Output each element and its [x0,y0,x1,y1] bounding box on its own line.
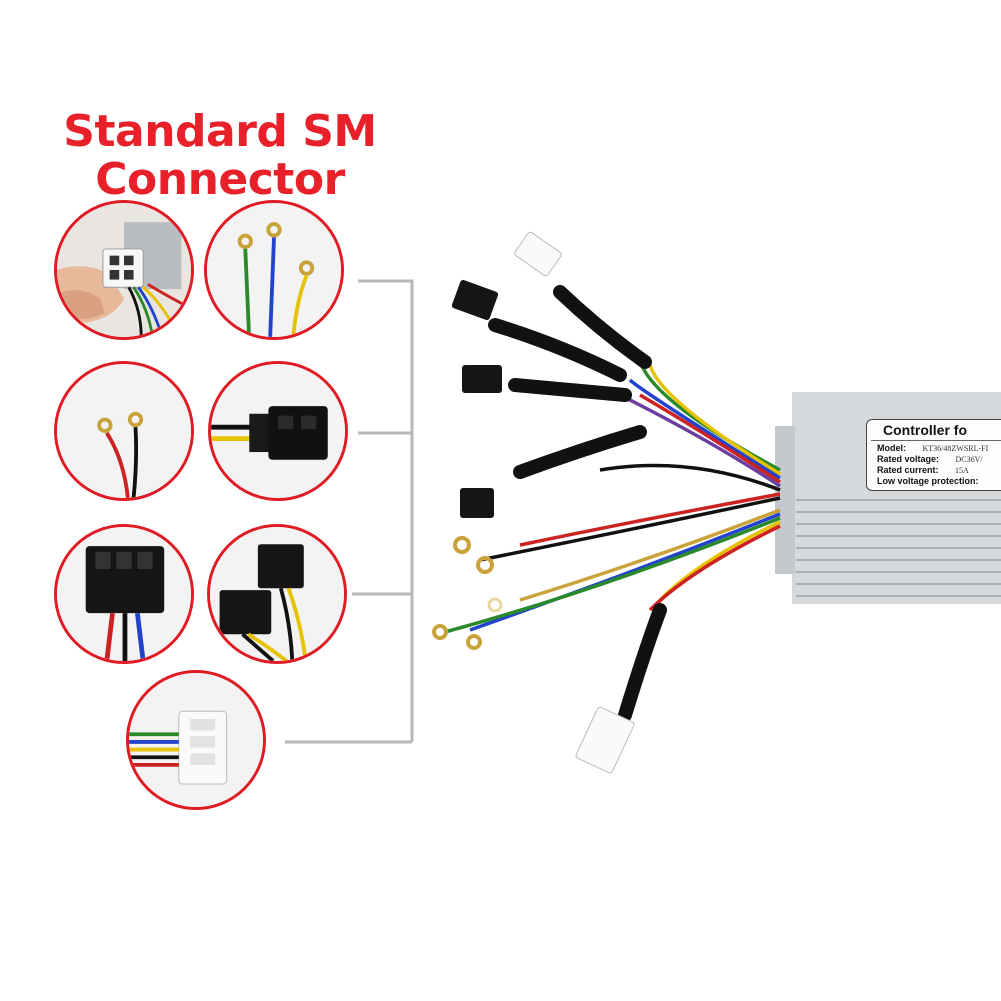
label-value-model: KT36/48ZWSRL-FI [922,444,989,453]
controller-label-divider [871,440,1001,441]
label-key-model: Model: [877,443,906,453]
label-key-low-voltage: Low voltage protection: [877,476,979,486]
label-key-rated-voltage: Rated voltage: [877,454,940,464]
sm-connector-2pin-icon [208,361,348,501]
bracket-lines [285,279,414,744]
controller-label-row: Rated current: 15A [867,465,1001,476]
headline-line-2: Connector [95,154,345,205]
label-value-rated-current: 15A [955,466,969,475]
controller-label-row: Rated voltage: DC36V/ [867,454,1001,465]
label-key-rated-current: Rated current: [877,465,939,475]
cable-sleeves [488,285,667,722]
wires [444,359,781,634]
ring-terminals-three-wire-icon [204,200,344,340]
headline-line-1: Standard SM [63,106,377,157]
ring-terminals-two-wire-icon [54,361,194,501]
controller-label-title: Controller fo [883,422,967,438]
headline: Standard SM Connector [40,108,400,204]
label-value-rated-voltage: DC36V/ [955,455,983,464]
controller-label: Controller fo Model: KT36/48ZWSRL-FI Rat… [866,419,1001,491]
connector-6pin-hand-icon [54,200,194,340]
wire-connectors [432,231,635,774]
controller-label-row: Low voltage protection: [867,476,1001,487]
controller-label-row: Model: KT36/48ZWSRL-FI [867,443,1001,454]
sm-connector-pair-icon [207,524,347,664]
sm-connector-3pin-icon [54,524,194,664]
white-connector-5pin-icon [126,670,266,810]
